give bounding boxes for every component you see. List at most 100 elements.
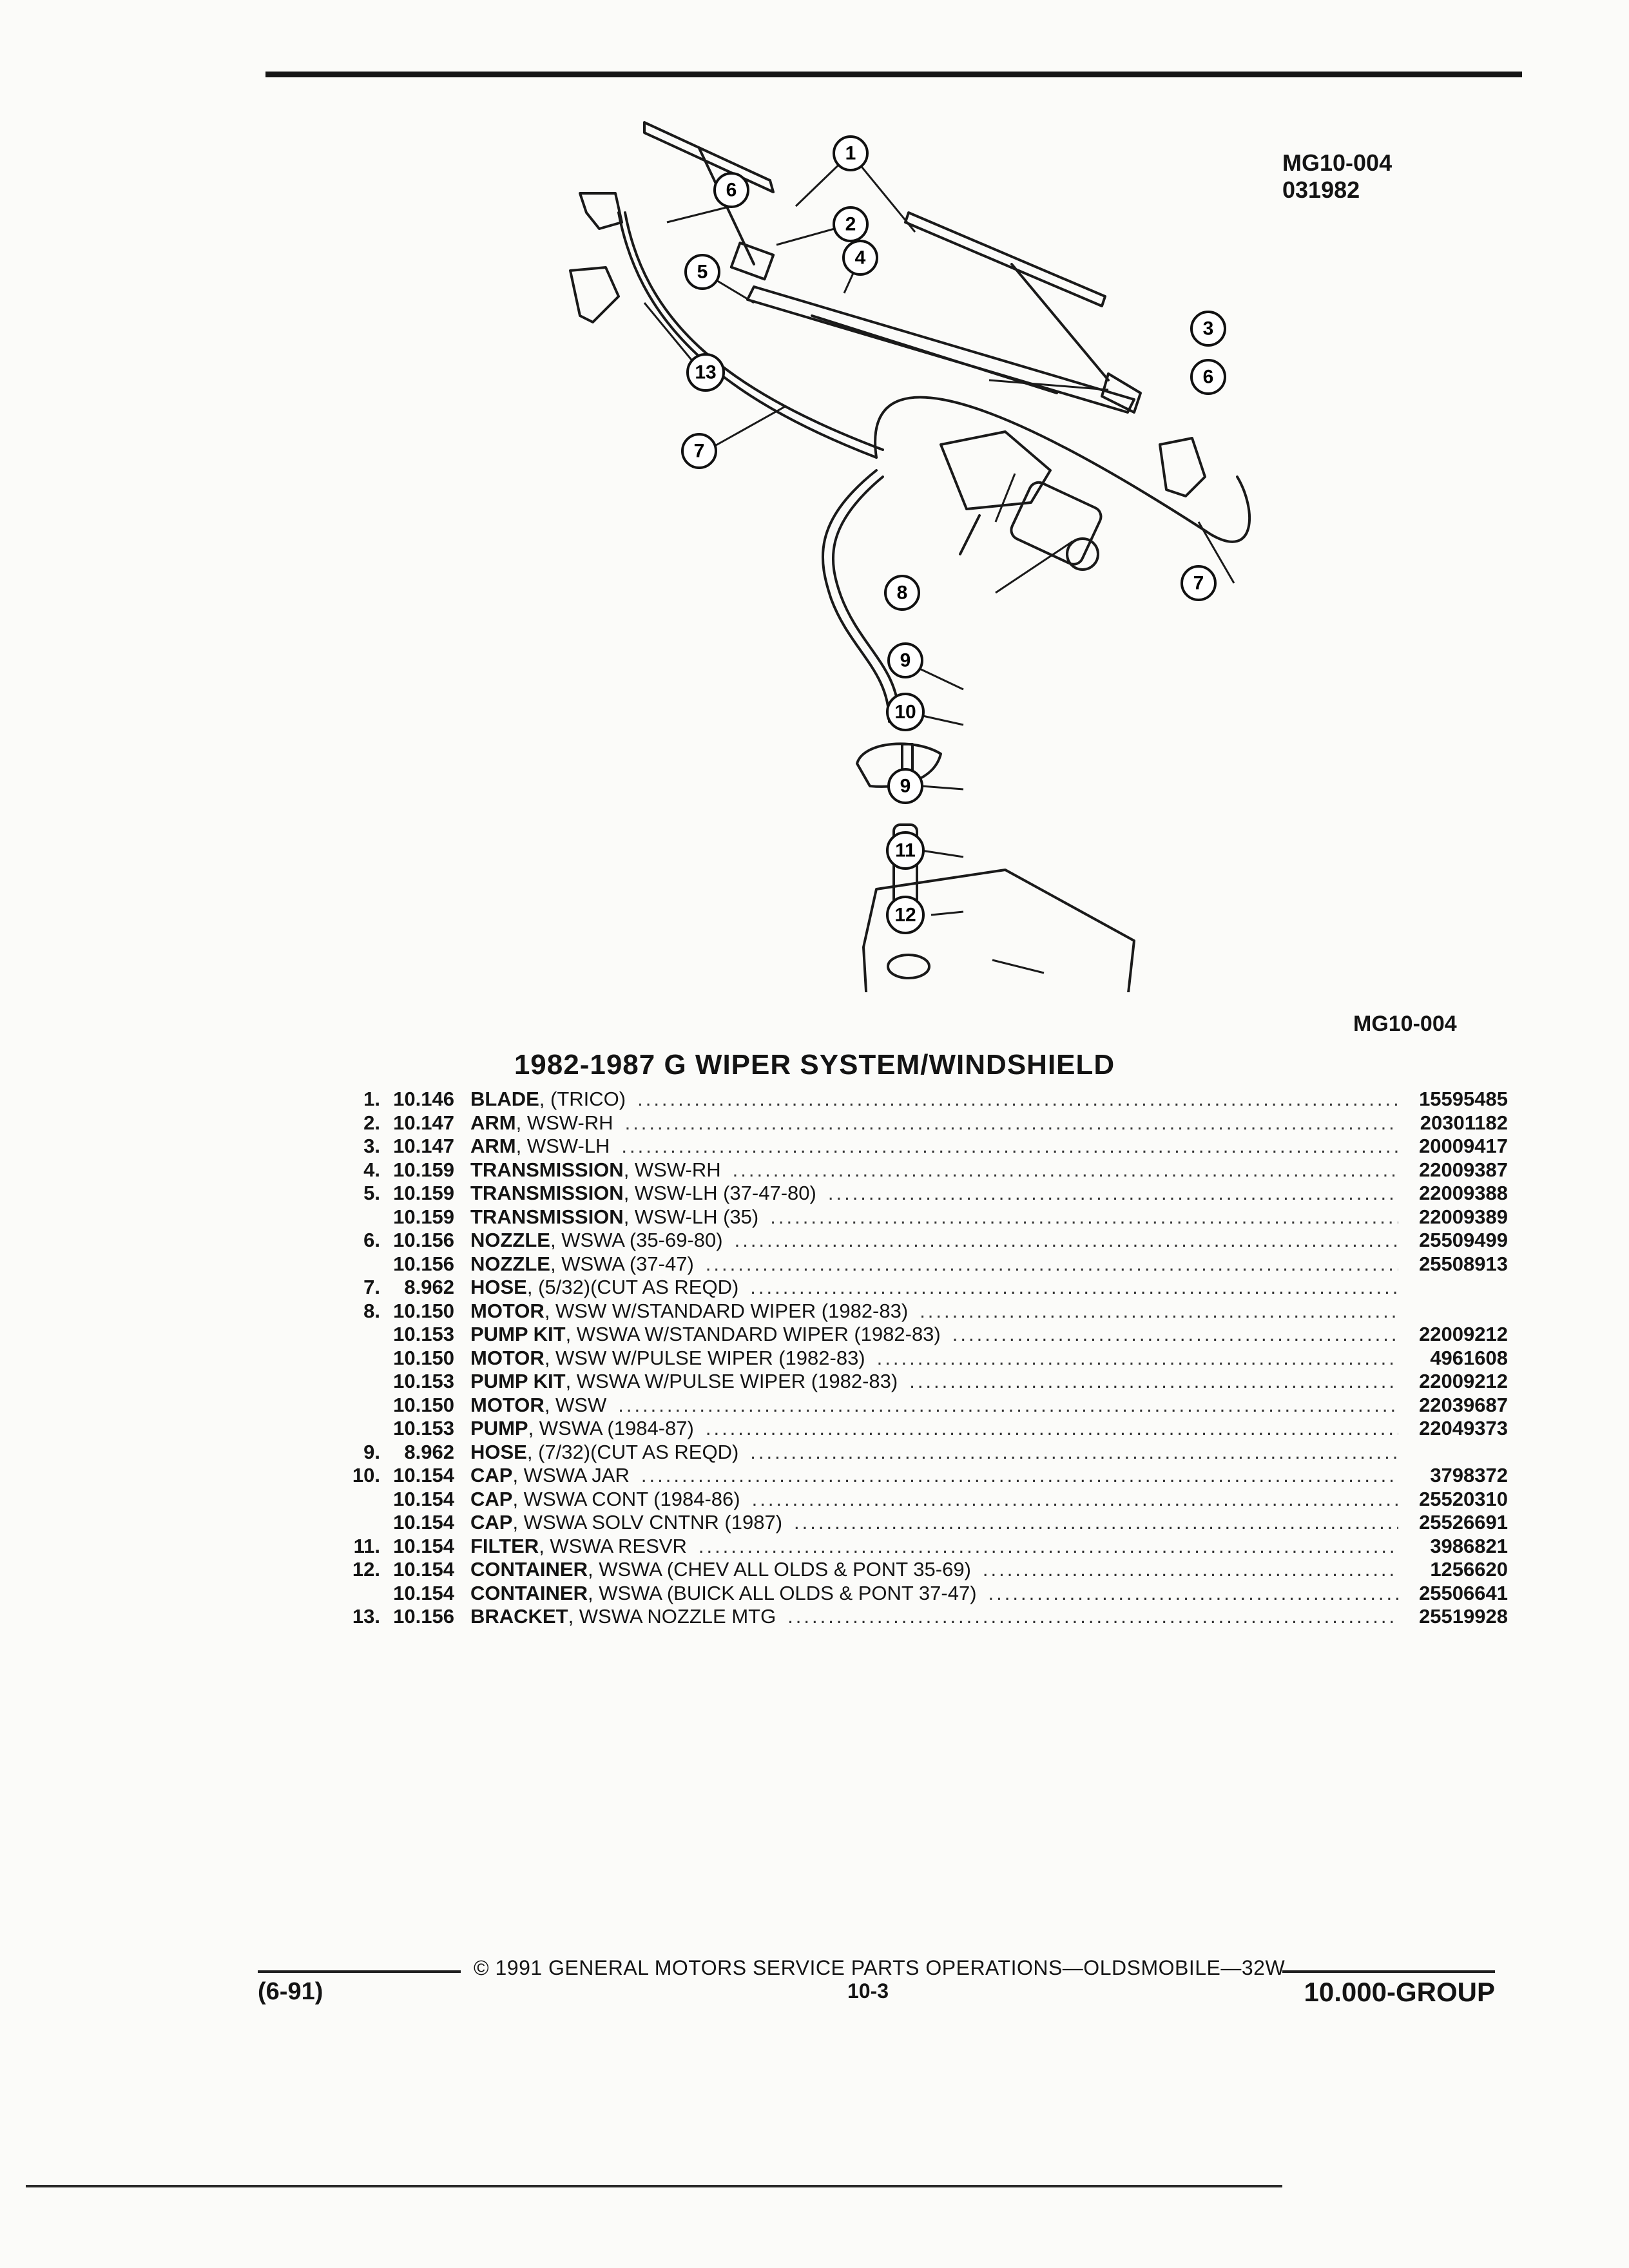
part-number: 22009212 xyxy=(1419,1323,1508,1345)
part-name: FILTER xyxy=(470,1534,539,1557)
item-number: 6. xyxy=(363,1229,380,1251)
leader-dots: ........................................… xyxy=(920,1299,1398,1322)
parts-row: 7. 8.962 HOSE, (5/32)(CUT AS REQD)........… xyxy=(284,1276,1508,1300)
item-number: 2. xyxy=(363,1111,380,1134)
leader-dots: ........................................… xyxy=(751,1487,1398,1510)
part-name: PUMP KIT xyxy=(470,1370,566,1392)
part-detail: , WSWA RESVR xyxy=(539,1534,687,1557)
leader-dots: ........................................… xyxy=(876,1346,1398,1369)
item-number: 8. xyxy=(363,1299,380,1322)
part-detail: , WSWA JAR xyxy=(512,1464,630,1486)
leader-dots: ........................................… xyxy=(705,1417,1398,1439)
wiper-system-diagram xyxy=(569,121,1251,992)
footer-rule-left xyxy=(258,1970,461,1973)
group-number: 10.154 xyxy=(393,1534,454,1557)
pump-hose xyxy=(821,469,891,723)
part-description: CAP, WSWA SOLV CNTNR (1987).............… xyxy=(470,1511,1398,1535)
part-description: MOTOR, WSW W/STANDARD WIPER (1982-83)...… xyxy=(470,1300,1398,1323)
leader-dots: ........................................… xyxy=(705,1252,1398,1275)
leader-dots: ........................................… xyxy=(770,1205,1398,1228)
group-number: 10.153 xyxy=(393,1370,454,1392)
figure-code-bottom: MG10-004 xyxy=(1353,1012,1457,1036)
part-description: HOSE, (7/32)(CUT AS REQD)...............… xyxy=(470,1441,1398,1465)
item-number: 4. xyxy=(363,1158,380,1181)
leader-dots: ........................................… xyxy=(750,1276,1398,1298)
part-detail: , WSWA (1984-87) xyxy=(528,1417,694,1439)
item-number: 12. xyxy=(352,1558,380,1581)
part-description: CAP, WSWA JAR...........................… xyxy=(470,1464,1398,1488)
leader-dots: ........................................… xyxy=(734,1229,1398,1251)
group-number: 10.150 xyxy=(393,1346,454,1369)
group-number: 10.154 xyxy=(393,1511,454,1533)
part-detail: , WSW xyxy=(544,1393,607,1416)
leader-dots: ........................................… xyxy=(952,1323,1398,1345)
part-detail: , (7/32)(CUT AS REQD) xyxy=(526,1440,739,1463)
group-number: 8.962 xyxy=(404,1440,454,1463)
part-number: 20301182 xyxy=(1420,1111,1508,1134)
parts-row: 11. 10.154 FILTER, WSWA RESVR.............… xyxy=(284,1535,1508,1559)
part-number: 25519928 xyxy=(1419,1605,1508,1628)
part-detail: , WSWA (BUICK ALL OLDS & PONT 37-47) xyxy=(587,1581,977,1604)
part-description: CONTAINER, WSWA (CHEV ALL OLDS & PONT 35… xyxy=(470,1558,1398,1582)
group-number: 8.962 xyxy=(404,1276,454,1298)
part-description: TRANSMISSION, WSW-LH (35)...............… xyxy=(470,1206,1398,1229)
leader-dots: ........................................… xyxy=(618,1393,1398,1416)
item-number: 5. xyxy=(363,1182,380,1204)
left-nozzle xyxy=(579,192,623,230)
item-number: 13. xyxy=(352,1605,380,1628)
group-number: 10.154 xyxy=(393,1487,454,1510)
part-number: 25509499 xyxy=(1419,1229,1508,1251)
part-description: MOTOR, WSW W/PULSE WIPER (1982-83)......… xyxy=(470,1347,1398,1370)
leader-dots: ........................................… xyxy=(988,1581,1398,1604)
group-number: 10.153 xyxy=(393,1417,454,1439)
part-name: NOZZLE xyxy=(470,1229,550,1251)
parts-row: 5. 10.159 TRANSMISSION, WSW-LH (37-47-80).… xyxy=(284,1182,1508,1206)
leader-dots: ........................................… xyxy=(637,1088,1398,1110)
part-name: NOZZLE xyxy=(470,1252,550,1275)
right-wiper-arm xyxy=(1010,263,1110,381)
group-number: 10.159 xyxy=(393,1205,454,1228)
part-description: PUMP KIT, WSWA W/PULSE WIPER (1982-83)..… xyxy=(470,1370,1398,1394)
part-detail: , WSWA (35-69-80) xyxy=(550,1229,723,1251)
part-description: NOZZLE, WSWA (35-69-80).................… xyxy=(470,1229,1398,1253)
part-description: FILTER, WSWA RESVR......................… xyxy=(470,1535,1398,1559)
part-number: 22009387 xyxy=(1419,1158,1508,1181)
part-description: TRANSMISSION, WSW-LH (37-47-80).........… xyxy=(470,1182,1398,1206)
parts-row: 9. 8.962 HOSE, (7/32)(CUT AS REQD)........… xyxy=(284,1441,1508,1465)
leader-dots: ........................................… xyxy=(909,1370,1398,1392)
item-number: 11. xyxy=(353,1534,380,1557)
part-number: 15595485 xyxy=(1419,1088,1508,1110)
group-number: 10.159 xyxy=(393,1182,454,1204)
part-number: 25506641 xyxy=(1419,1581,1508,1604)
part-number: 25526691 xyxy=(1419,1511,1508,1533)
part-description: ARM, WSW-LH.............................… xyxy=(470,1135,1398,1158)
part-detail: , WSWA W/STANDARD WIPER (1982-83) xyxy=(565,1323,941,1345)
item-number: 7. xyxy=(363,1276,380,1298)
group-number: 10.147 xyxy=(393,1135,454,1157)
leader-dots: ........................................… xyxy=(698,1534,1398,1557)
part-detail: , WSWA CONT (1984-86) xyxy=(512,1487,740,1510)
filter xyxy=(892,823,918,923)
page-title: 1982-1987 G WIPER SYSTEM/WINDSHIELD xyxy=(514,1049,1115,1081)
right-wiper-blade xyxy=(904,211,1106,307)
part-number: 4961608 xyxy=(1430,1346,1508,1369)
washer-hose-right xyxy=(874,396,1251,543)
part-name: TRANSMISSION xyxy=(470,1158,624,1181)
part-description: HOSE, (5/32)(CUT AS REQD)...............… xyxy=(470,1276,1398,1300)
left-wiper-blade xyxy=(643,121,775,193)
part-number: 3986821 xyxy=(1430,1534,1508,1557)
group-number: 10.159 xyxy=(393,1158,454,1181)
group-number: 10.154 xyxy=(393,1581,454,1604)
part-description: BRACKET, WSWA NOZZLE MTG................… xyxy=(470,1605,1398,1629)
part-name: ARM xyxy=(470,1135,516,1157)
part-name: CAP xyxy=(470,1464,513,1486)
item-number: 9. xyxy=(363,1440,380,1463)
